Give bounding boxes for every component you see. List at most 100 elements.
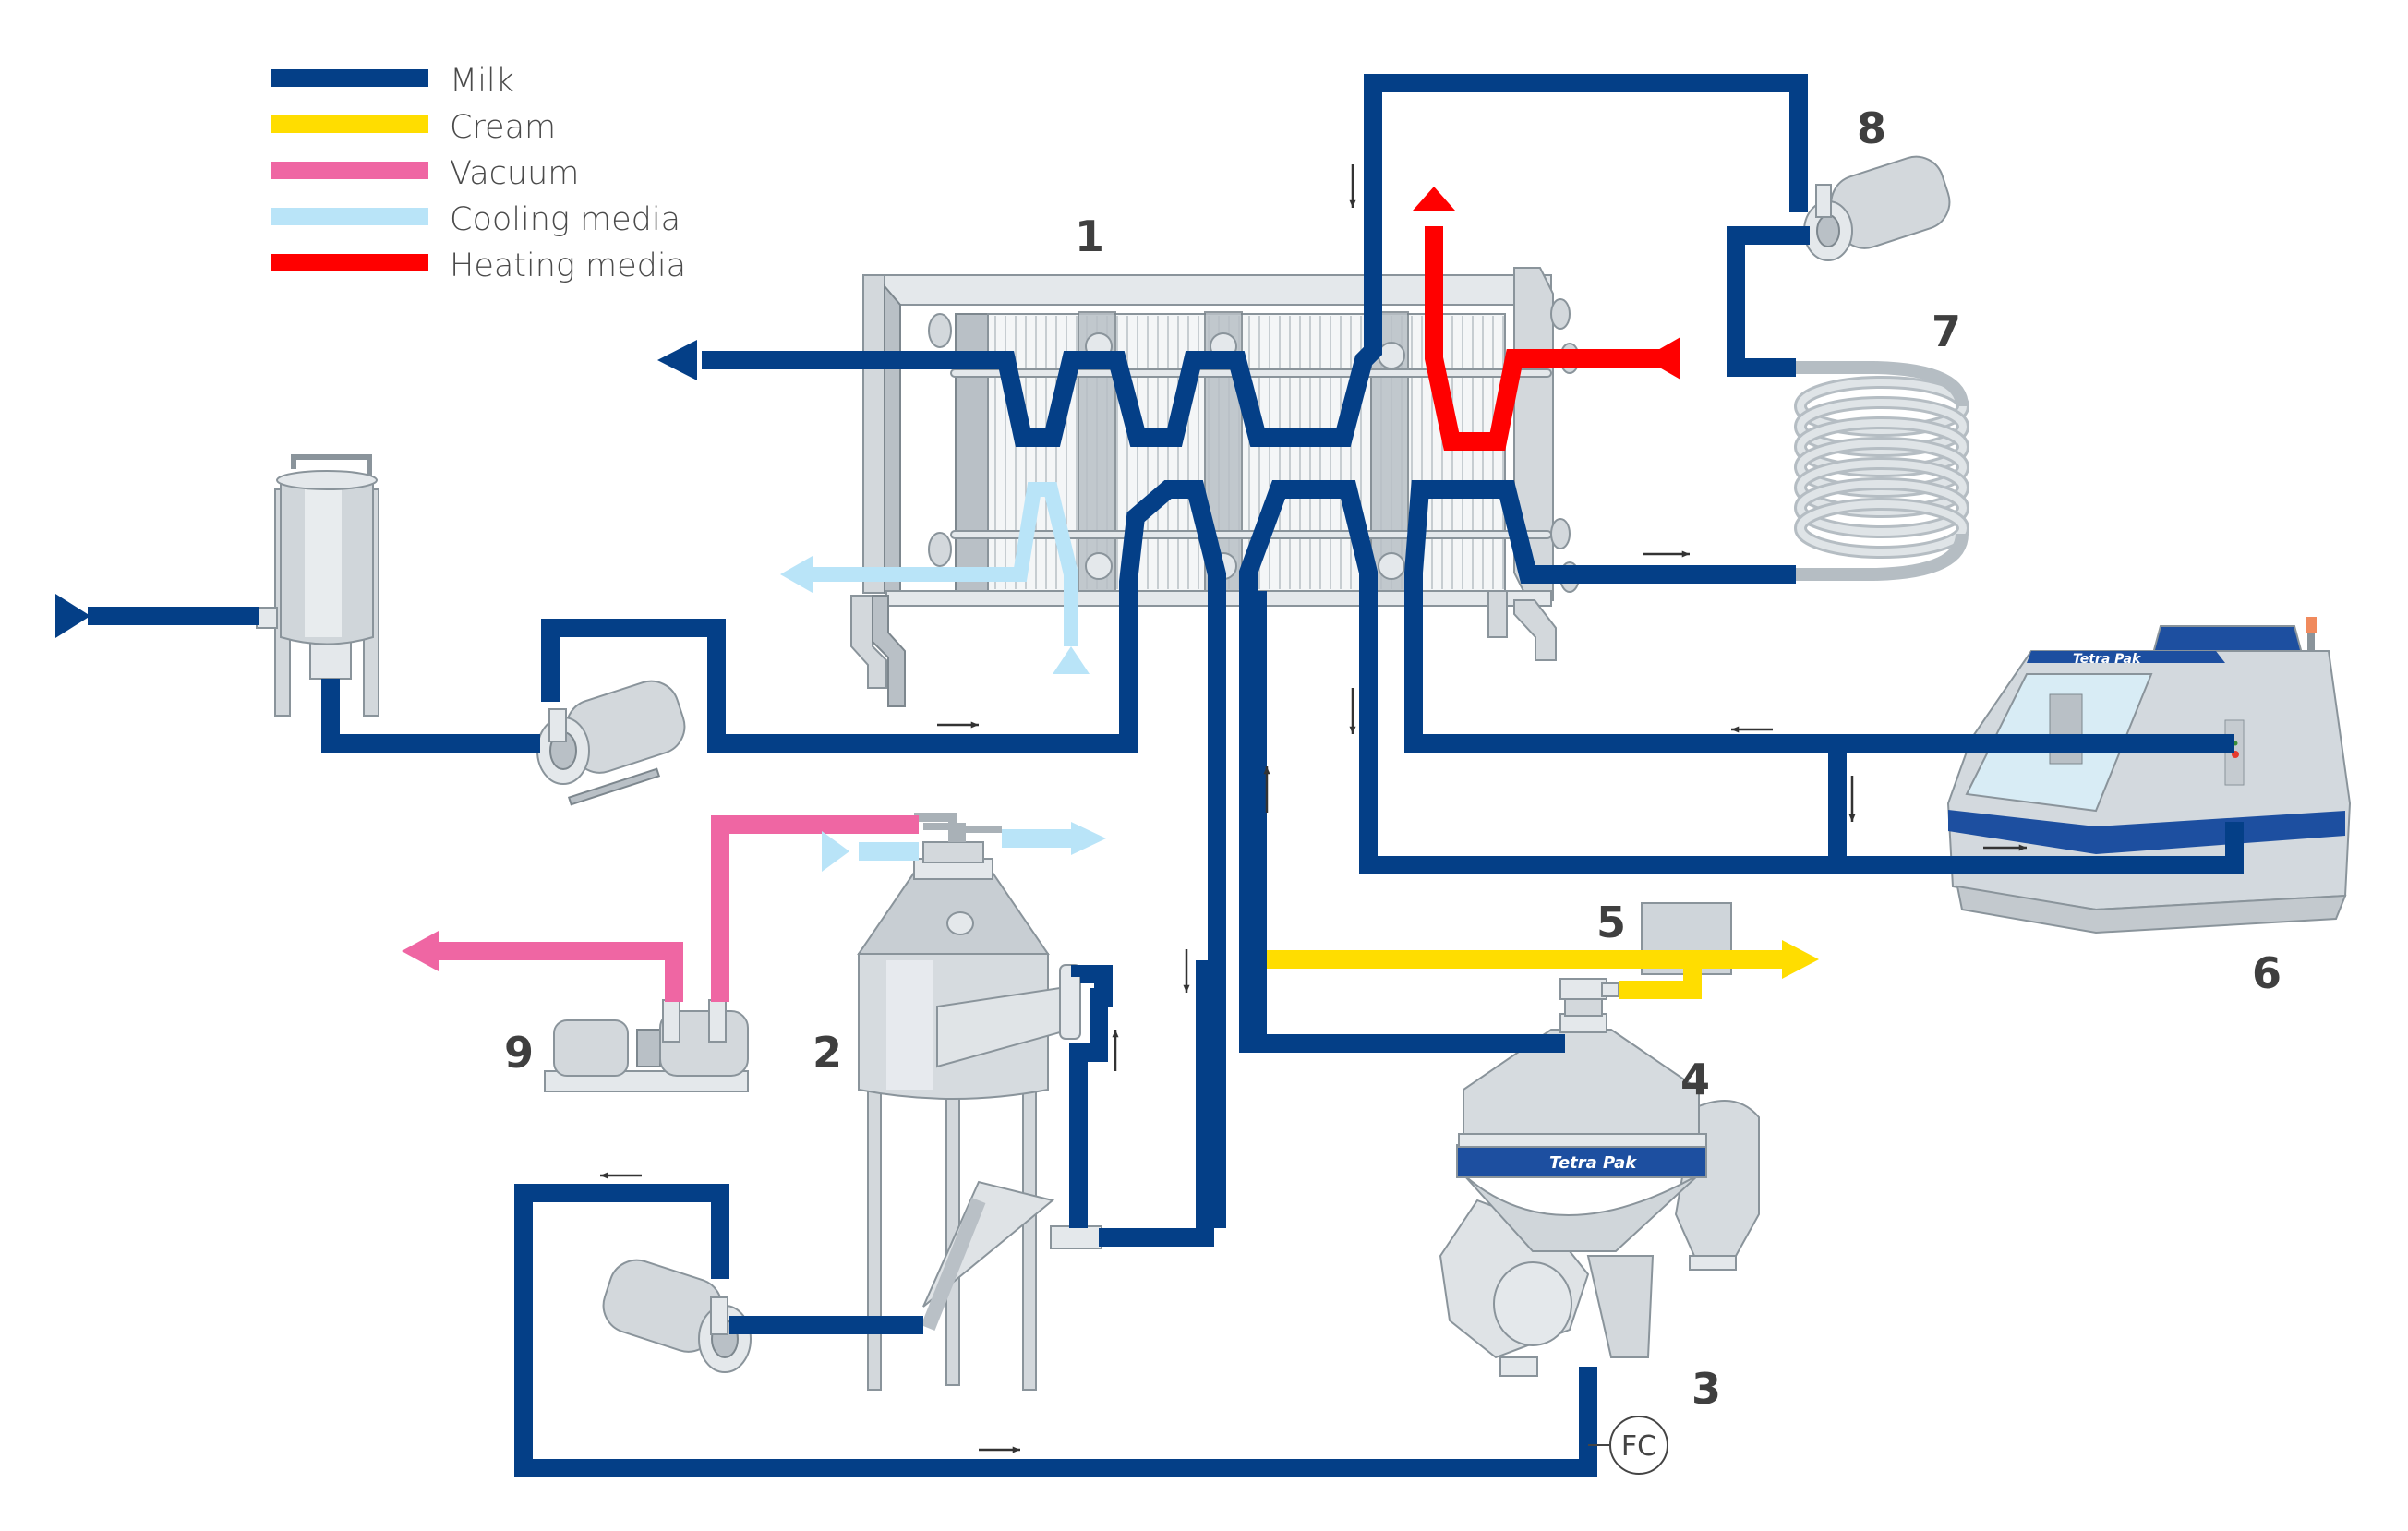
label-3: 3 [1692, 1364, 1721, 1414]
pump-outlet [1815, 184, 1832, 218]
separator-top-cap [1559, 978, 1607, 1000]
separator-frame-hood [1493, 1261, 1572, 1346]
legend-label-milk: Milk [450, 63, 514, 100]
tank-lid [276, 470, 378, 490]
cooling-out-phe-arrow-icon [780, 556, 813, 593]
separator-hood [1463, 1029, 1700, 1135]
milk-outlet-arrow-icon [657, 340, 697, 380]
legend-item-cooling: Cooling media [271, 201, 680, 238]
arrowheads [55, 187, 1819, 979]
pipe-holding-to-phe [1404, 480, 2234, 753]
vacuum-pump [544, 999, 749, 1092]
legend: Milk Cream Vacuum Cooling media Heating … [271, 63, 686, 284]
heating-out-arrow-icon [1413, 187, 1455, 211]
flow-controller: FC [1588, 1416, 1668, 1475]
flow-mark-down-1-head [1349, 726, 1356, 734]
homogenizer-internal-block [2049, 693, 2083, 765]
pipe-deaerator-inlet [1099, 960, 1214, 1247]
deaerator-leg [1022, 1070, 1037, 1391]
flow-mark-feed-head [970, 721, 979, 729]
separator-brand-label: Tetra Pak [1549, 1153, 1637, 1173]
pipe-to-separator [1248, 591, 1565, 1053]
phe-top-bar [862, 274, 1552, 306]
separator-brand-band [1456, 1144, 1707, 1178]
pipe-booster-to-holding [1727, 226, 1810, 377]
flow-mark-return-right-head [1012, 1446, 1020, 1453]
pump-feed [536, 680, 686, 806]
holding-tube [1794, 361, 1969, 581]
coil-loop-highlight [1797, 440, 1967, 495]
flow-mark-return-left-head [600, 1172, 608, 1179]
vacuum-pump-coupling [636, 1029, 661, 1067]
pump-outlet [548, 708, 567, 742]
component-numbers: 1 2 3 4 5 6 7 8 9 [504, 103, 2282, 1414]
pump-base [567, 767, 661, 806]
pipe-deaerator-feed [1069, 965, 1113, 1228]
phe-guide-bar-bottom [950, 530, 1552, 539]
flow-mark-holding-head [1681, 550, 1690, 558]
pipe-homogenizer-return [1359, 702, 1847, 874]
pipe-milk-outlet-zigzag [702, 74, 1808, 447]
fc-label: FC [1621, 1430, 1656, 1463]
flow-mark-homog-down-head [1848, 814, 1856, 822]
phe-left-upright-side [884, 283, 901, 602]
pipe-cooling-phe [813, 482, 1078, 646]
vacuum-pump-port [662, 999, 680, 1043]
pump-outlet [710, 1296, 728, 1335]
flow-mark-down-2-head [1183, 984, 1190, 993]
pipe-vacuum-out [434, 942, 683, 1002]
deaerator-outlet-pipe [921, 1198, 986, 1331]
coil-outlet [1796, 533, 1969, 581]
vacuum-connection [914, 813, 957, 842]
homogenizer-band [1948, 810, 2345, 854]
pipe-cream-branch [1619, 959, 1702, 999]
pipe-tank-to-pump [321, 679, 540, 753]
label-2: 2 [813, 1028, 842, 1078]
tank-highlight [305, 480, 342, 637]
cooling-out-deaerator-arrow-icon [1071, 822, 1106, 855]
cooling-in-deaerator-arrow-icon [822, 831, 849, 872]
legend-swatch-vacuum [271, 162, 428, 179]
flow-mark-up-1-head [1263, 766, 1270, 775]
deaerator-inlet-nozzle [1059, 964, 1081, 1040]
coil-loop-highlight [1797, 480, 1967, 536]
cooling-out-connection [957, 826, 1002, 842]
label-7: 7 [1932, 307, 1961, 356]
flow-mark-top-head [1349, 199, 1356, 208]
legend-swatch-cream [271, 115, 428, 133]
port-icon [928, 313, 952, 348]
deaerator-sightglass [946, 911, 974, 935]
pipe-pump-to-phe [541, 480, 1226, 1228]
deaerator-highlight [886, 960, 933, 1090]
coil-loop-highlight [1797, 419, 1967, 475]
coil-loop-highlight [1797, 399, 1967, 454]
pipe-heating [1425, 226, 1671, 451]
vacuum-pump-motor [553, 1019, 629, 1077]
separator-foot [1499, 1356, 1538, 1377]
flow-mark-homog-out-head [2018, 844, 2027, 851]
legend-swatch-heating [271, 254, 428, 271]
legend-label-cooling: Cooling media [450, 201, 680, 238]
label-1: 1 [1075, 211, 1104, 261]
separator: Tetra Pak [1439, 978, 1760, 1377]
pipe-return-loop [514, 1184, 1597, 1477]
pipe-vacuum-to-deaerator [711, 815, 919, 1002]
legend-label-heating: Heating media [450, 247, 686, 284]
legend-label-cream: Cream [450, 109, 556, 146]
vacuum-pump-port [708, 999, 727, 1043]
flow-direction-marks [600, 164, 2027, 1453]
tank-inlet-nozzle [256, 607, 278, 629]
pipe-homogenizer-out [1837, 822, 2244, 874]
pump-inlet [1816, 214, 1840, 247]
legend-item-milk: Milk [271, 63, 514, 100]
homogenizer-brand-label: Tetra Pak [2073, 652, 2142, 667]
homogenizer: Tetra Pak [1946, 617, 2352, 934]
deaerator-top-cap [922, 841, 984, 863]
label-5: 5 [1596, 898, 1626, 947]
cream-out-arrow-icon [1782, 940, 1819, 979]
pipes [88, 74, 2244, 1477]
pump-booster-8 [1803, 155, 1951, 261]
cooling-in-phe-arrow-icon [1053, 646, 1090, 674]
